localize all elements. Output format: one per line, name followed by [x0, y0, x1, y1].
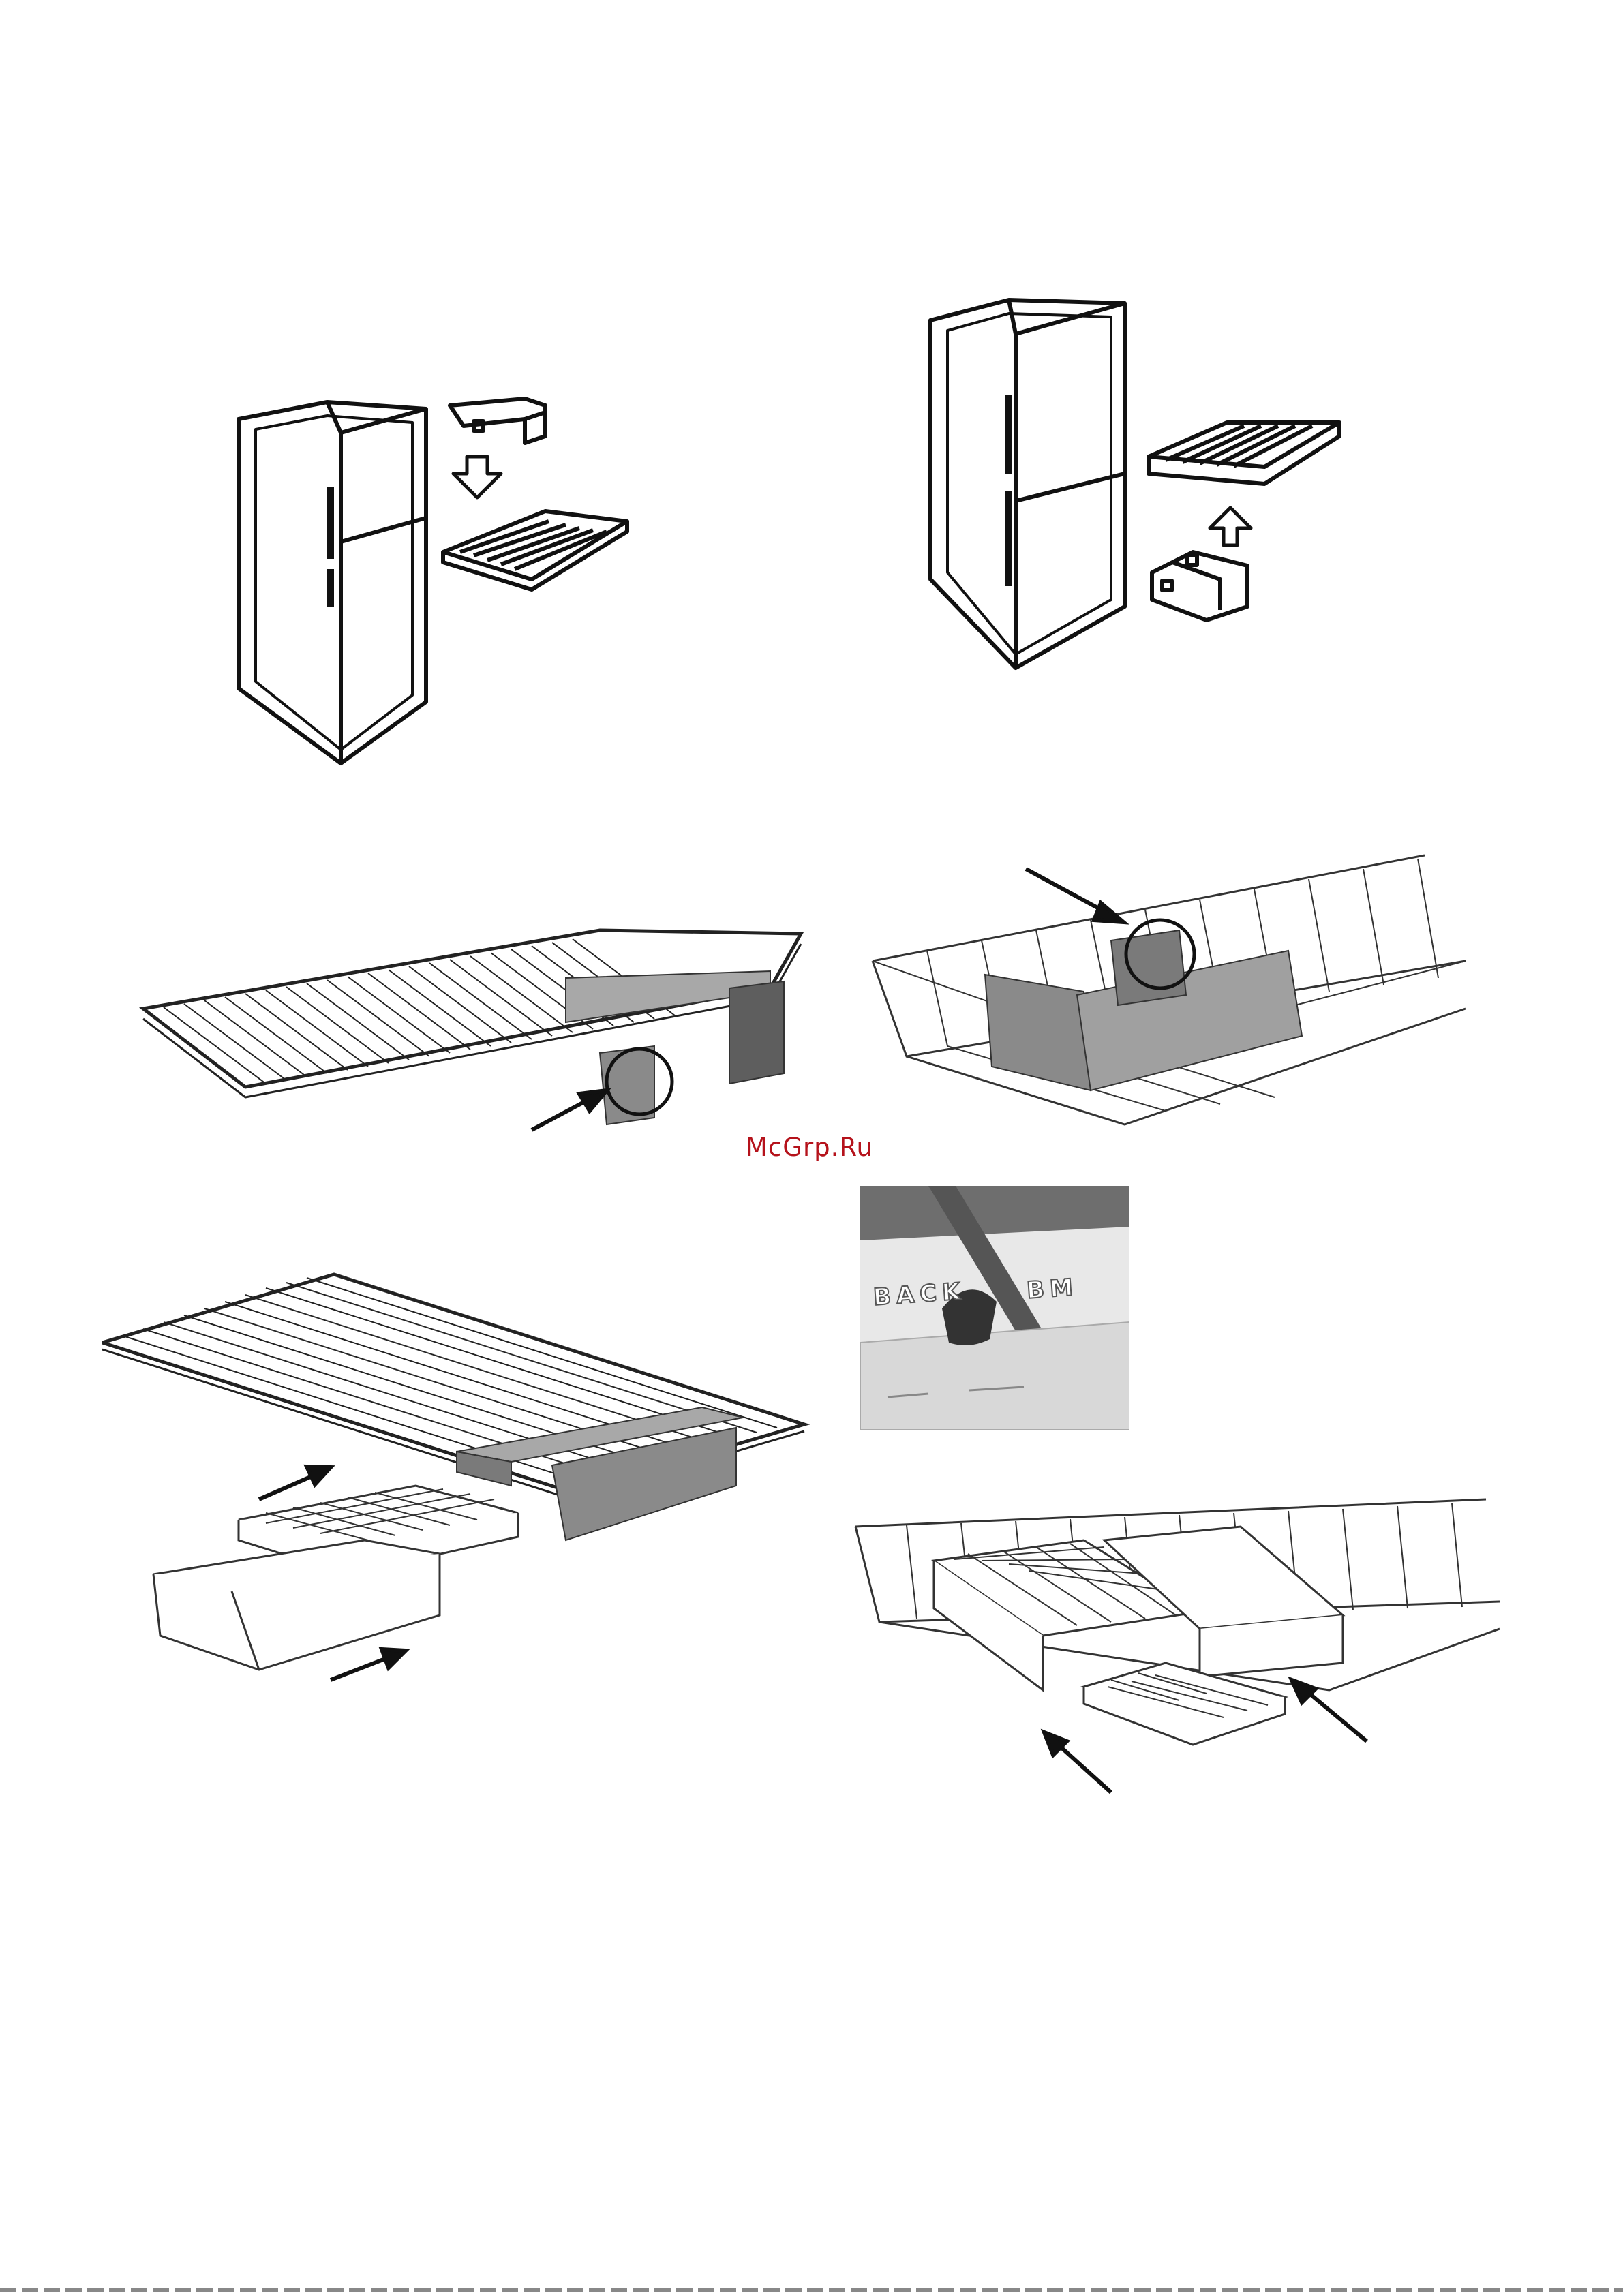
wire-shelf-icon: [143, 930, 801, 1097]
figure-shelf-bracket: [130, 913, 811, 1138]
bracket-panel: [985, 930, 1302, 1090]
figure-fridge-bottom-freezer: [920, 286, 1356, 695]
label-text-right: BM: [1026, 1274, 1079, 1304]
bracket-icon: [1152, 552, 1247, 620]
figure-basket-bracket: [866, 831, 1472, 1131]
arrow-icon: [532, 1090, 607, 1130]
arrow-up-icon: [1210, 508, 1251, 545]
shelf-icon: [443, 511, 627, 590]
figure-fridge-top-freezer: [225, 382, 648, 777]
figure-bracket-label-inset: BACK BM: [860, 1186, 1129, 1430]
ice-tray-small-icon: [1084, 1663, 1285, 1745]
watermark-text: McGrp.Ru: [746, 1133, 873, 1162]
figure-ice-tray-shelf: [102, 1268, 818, 1704]
page-bottom-rule: [0, 2288, 1623, 2292]
shelf-icon: [1149, 423, 1339, 484]
fridge-icon: [930, 300, 1125, 668]
figure-ice-tray-basket: [852, 1486, 1500, 1799]
bracket-icon: [450, 399, 545, 443]
arrow-down-icon: [453, 457, 501, 498]
fridge-icon: [239, 402, 426, 763]
arrow-icon: [1026, 869, 1123, 922]
